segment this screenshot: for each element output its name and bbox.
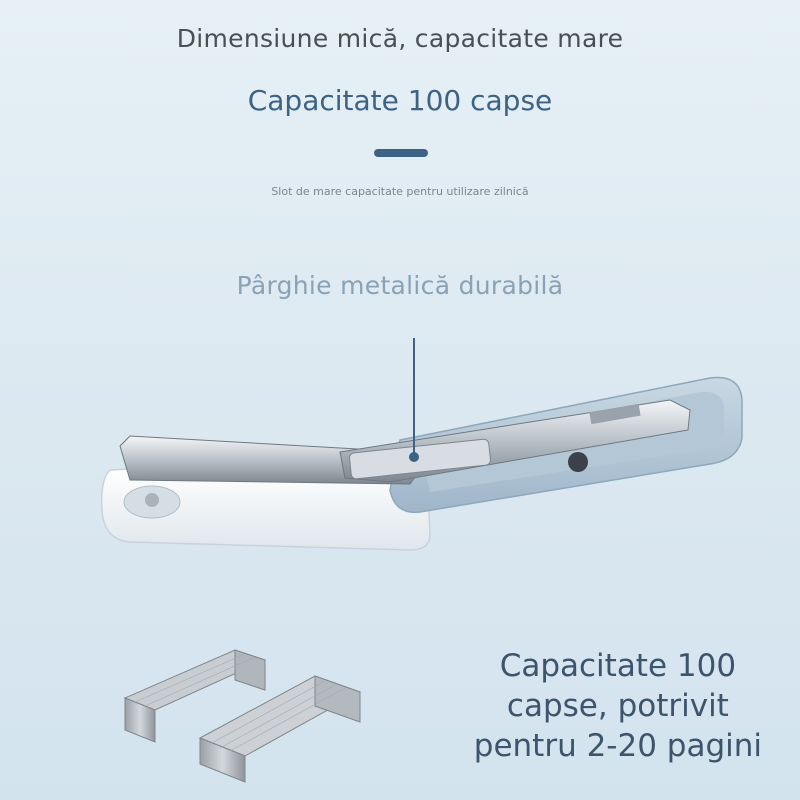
caption: Slot de mare capacitate pentru utilizare… xyxy=(271,185,529,198)
staples-image xyxy=(123,649,362,783)
headline: Dimensiune mică, capacitate mare xyxy=(176,24,624,53)
callout-pointer-dot xyxy=(409,452,419,462)
lever-callout-label: Pârghie metalică durabilă xyxy=(236,271,564,300)
callout-pointer-line xyxy=(413,338,415,458)
capacity-line-2: capse, potrivit xyxy=(506,688,729,724)
capacity-line-1: Capacitate 100 xyxy=(499,648,737,684)
capacity-line-3: pentru 2-20 pagini xyxy=(473,728,762,764)
accent-bar xyxy=(374,149,428,157)
stapler-image xyxy=(100,376,743,551)
capacity-description: Capacitate 100 capse, potrivit pentru 2-… xyxy=(474,646,762,766)
page-title: Capacitate 100 capse xyxy=(247,84,553,117)
